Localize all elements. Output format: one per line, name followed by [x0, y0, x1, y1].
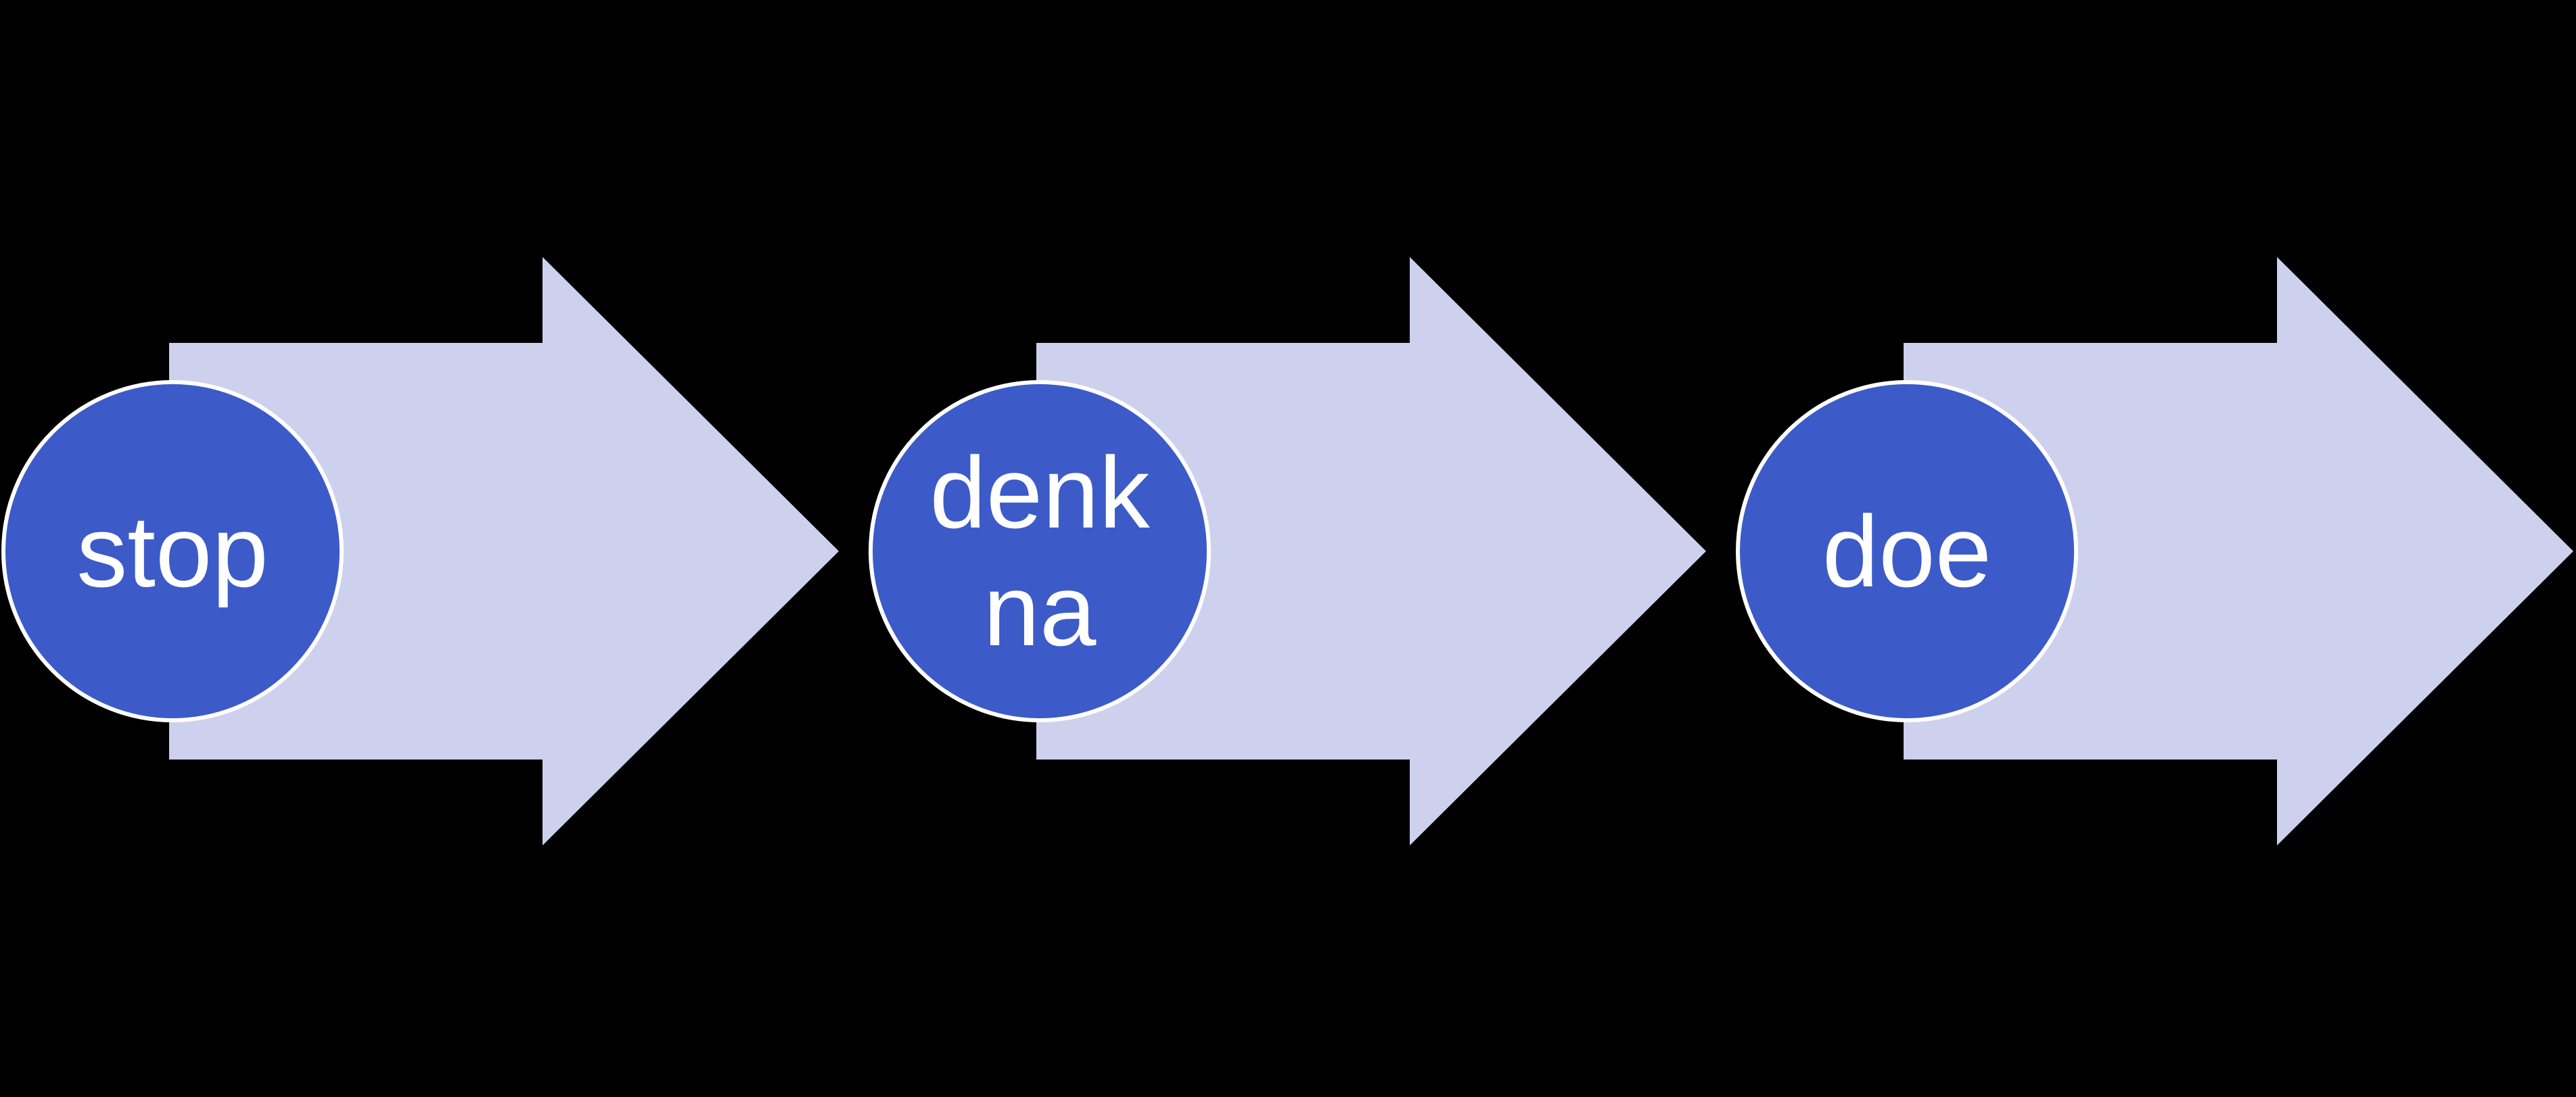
- step-doe: doe: [1736, 257, 2573, 845]
- step-label: stop: [76, 494, 269, 608]
- arrow-right-shape: [1036, 257, 1706, 845]
- step-label-line-1: denk: [929, 436, 1150, 549]
- step-label-line-2: na: [984, 553, 1097, 667]
- arrow-right-shape: [169, 257, 839, 845]
- step-label: doe: [1822, 494, 1992, 608]
- step-stop: stop: [1, 257, 839, 845]
- step-denk-na: denk na: [869, 257, 1706, 845]
- arrow-right-shape: [1904, 257, 2573, 845]
- step-circle: [1, 380, 344, 722]
- step-circle: [1736, 380, 2078, 722]
- step-circle: [869, 380, 1211, 722]
